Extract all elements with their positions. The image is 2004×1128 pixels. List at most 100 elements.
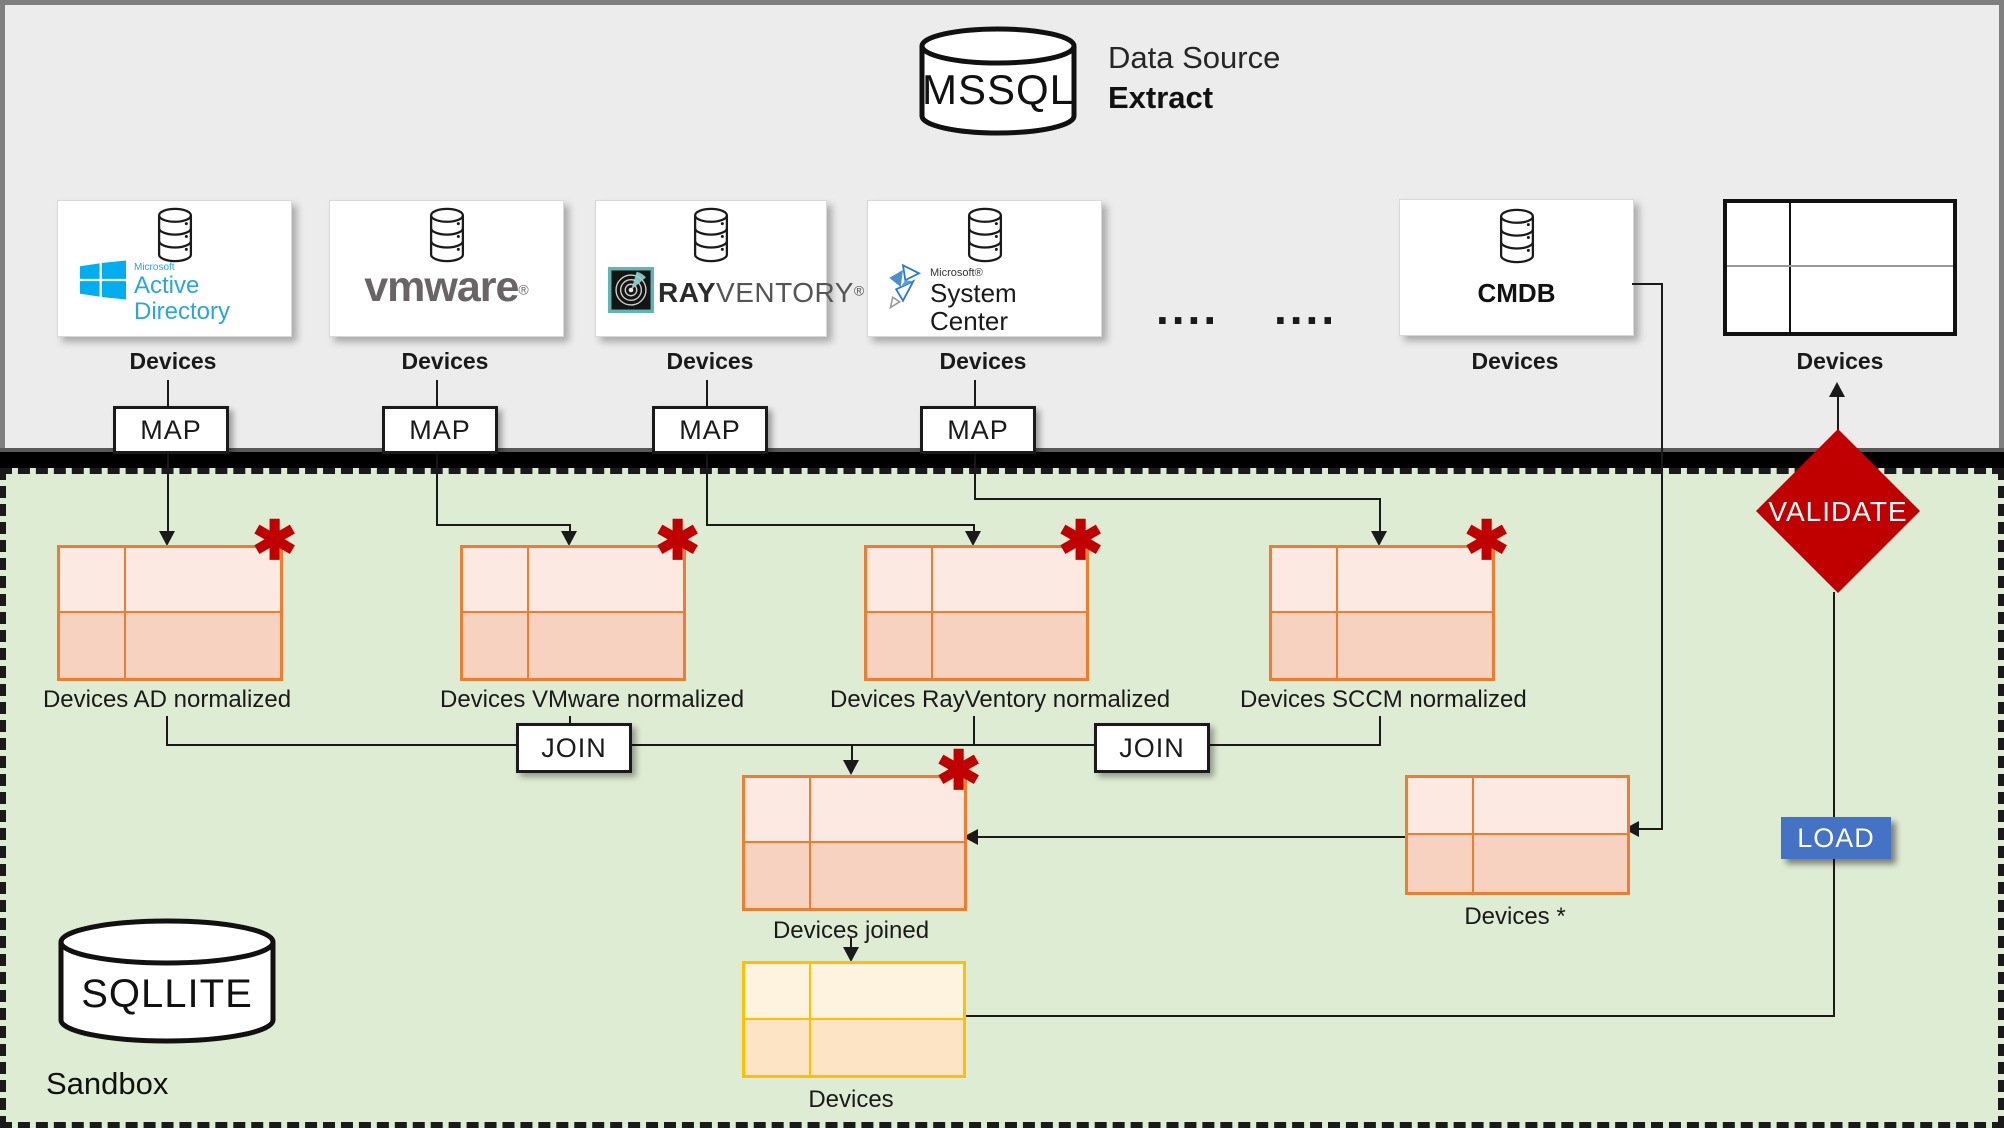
table-cell bbox=[811, 843, 964, 908]
table-cell bbox=[1474, 835, 1627, 892]
table-cell bbox=[745, 964, 811, 1020]
arrowhead bbox=[843, 947, 859, 962]
windows-logo-icon bbox=[80, 260, 126, 300]
table-cell bbox=[60, 548, 126, 613]
table-cell bbox=[811, 778, 964, 843]
connector-line bbox=[706, 380, 708, 406]
table-devices-rayventory-normalized bbox=[864, 545, 1089, 681]
table-cell bbox=[463, 548, 529, 613]
table-cell bbox=[811, 1019, 963, 1075]
microsoft-wordmark: Microsoft bbox=[134, 262, 175, 273]
connector-line bbox=[978, 836, 1405, 838]
more-sources-ellipsis: .... bbox=[1274, 282, 1338, 334]
label-devices-sccm-normalized: Devices SCCM normalized bbox=[1240, 686, 1527, 713]
connector-line bbox=[166, 716, 168, 746]
devices-label-ad: Devices bbox=[129, 348, 217, 374]
connector-line bbox=[167, 380, 169, 406]
connector-line bbox=[1379, 716, 1381, 746]
table-devices-joined bbox=[742, 775, 967, 911]
table-cell bbox=[529, 548, 683, 613]
table-devices-ad-normalized bbox=[57, 545, 283, 681]
map-operator-ad: MAP bbox=[113, 406, 229, 454]
rayventory-logo: RAYVENTORY® bbox=[658, 277, 865, 308]
devices-label-cmdb: Devices bbox=[1471, 348, 1559, 374]
table-cell bbox=[745, 843, 811, 908]
table-column-divider bbox=[1789, 203, 1791, 332]
table-cell bbox=[745, 1019, 811, 1075]
table-cell bbox=[463, 613, 529, 678]
table-devices-final bbox=[742, 961, 966, 1078]
devices-label-rayventory: Devices bbox=[666, 348, 754, 374]
arrowhead bbox=[1829, 382, 1845, 397]
sandbox-region-label: Sandbox bbox=[46, 1066, 169, 1101]
connector-line bbox=[167, 448, 169, 532]
table-cell bbox=[867, 548, 933, 613]
source-box-active-directory: Microsoft Active Directory bbox=[57, 200, 292, 337]
database-stack-icon bbox=[152, 207, 198, 263]
table-cell bbox=[1272, 548, 1338, 613]
rayventory-radar-icon bbox=[608, 267, 654, 313]
connector-line bbox=[974, 498, 1381, 500]
table-cell bbox=[529, 613, 683, 678]
table-cell bbox=[933, 613, 1086, 678]
mandatory-asterisk: ✱ bbox=[252, 511, 298, 571]
connector-line bbox=[436, 524, 571, 526]
connector-line bbox=[973, 716, 975, 746]
devices-label-target: Devices bbox=[1796, 348, 1884, 374]
target-devices-table bbox=[1723, 199, 1957, 336]
connector-line bbox=[1837, 397, 1839, 430]
source-box-rayventory: RAYVENTORY® bbox=[595, 200, 864, 337]
table-cell bbox=[60, 613, 126, 678]
devices-label-vmware: Devices bbox=[401, 348, 489, 374]
table-devices-sccm-normalized bbox=[1269, 545, 1495, 681]
connector-line bbox=[960, 1015, 1835, 1017]
connector-line bbox=[569, 524, 571, 533]
mandatory-asterisk: ✱ bbox=[655, 511, 701, 571]
connector-line bbox=[1833, 592, 1835, 1017]
connector-line bbox=[973, 524, 975, 533]
validate-label: VALIDATE bbox=[1768, 496, 1908, 527]
table-cell bbox=[811, 964, 963, 1020]
table-cell bbox=[745, 778, 811, 843]
mandatory-asterisk: ✱ bbox=[1058, 511, 1104, 571]
table-cell bbox=[1408, 778, 1474, 835]
devices-label-sccm: Devices bbox=[939, 348, 1027, 374]
system-center-logo-icon bbox=[889, 263, 922, 310]
database-stack-icon bbox=[688, 207, 734, 263]
join-operator-left: JOIN bbox=[516, 723, 632, 773]
map-operator-rayventory: MAP bbox=[652, 406, 768, 454]
arrowhead bbox=[1371, 531, 1387, 546]
arrowhead bbox=[561, 531, 577, 546]
join-operator-right: JOIN bbox=[1094, 723, 1210, 773]
table-cell bbox=[1474, 778, 1627, 835]
connector-line bbox=[850, 938, 852, 948]
mssql-database-icon bbox=[919, 26, 1077, 136]
connector-line bbox=[706, 524, 975, 526]
table-devices-vmware-normalized bbox=[460, 545, 686, 681]
label-devices-ad-normalized: Devices AD normalized bbox=[42, 686, 292, 713]
arrowhead bbox=[965, 531, 981, 546]
mandatory-asterisk: ✱ bbox=[1464, 511, 1510, 571]
sqllite-label: SQLLITE bbox=[81, 972, 253, 1016]
join-rail-line bbox=[166, 744, 1381, 746]
table-devices-star bbox=[1405, 775, 1630, 895]
database-stack-icon bbox=[424, 207, 470, 263]
connector-line bbox=[1379, 498, 1381, 533]
table-cell bbox=[867, 613, 933, 678]
connector-line bbox=[974, 448, 976, 500]
more-sources-ellipsis: .... bbox=[1156, 282, 1220, 334]
table-cell bbox=[126, 613, 280, 678]
table-row-divider bbox=[1727, 265, 1953, 267]
mssql-label: MSSQL bbox=[921, 66, 1075, 113]
connector-line bbox=[851, 746, 853, 762]
connector-line bbox=[436, 448, 438, 526]
active-directory-logo: Microsoft Active Directory bbox=[134, 263, 291, 325]
connector-line bbox=[1639, 828, 1663, 830]
vmware-logo: vmware® bbox=[364, 263, 529, 311]
connector-line bbox=[974, 380, 976, 406]
connector-line bbox=[1632, 283, 1663, 285]
label-devices-final: Devices bbox=[808, 1086, 894, 1113]
microsoft-wordmark: Microsoft® bbox=[930, 267, 983, 279]
map-operator-vmware: MAP bbox=[382, 406, 498, 454]
